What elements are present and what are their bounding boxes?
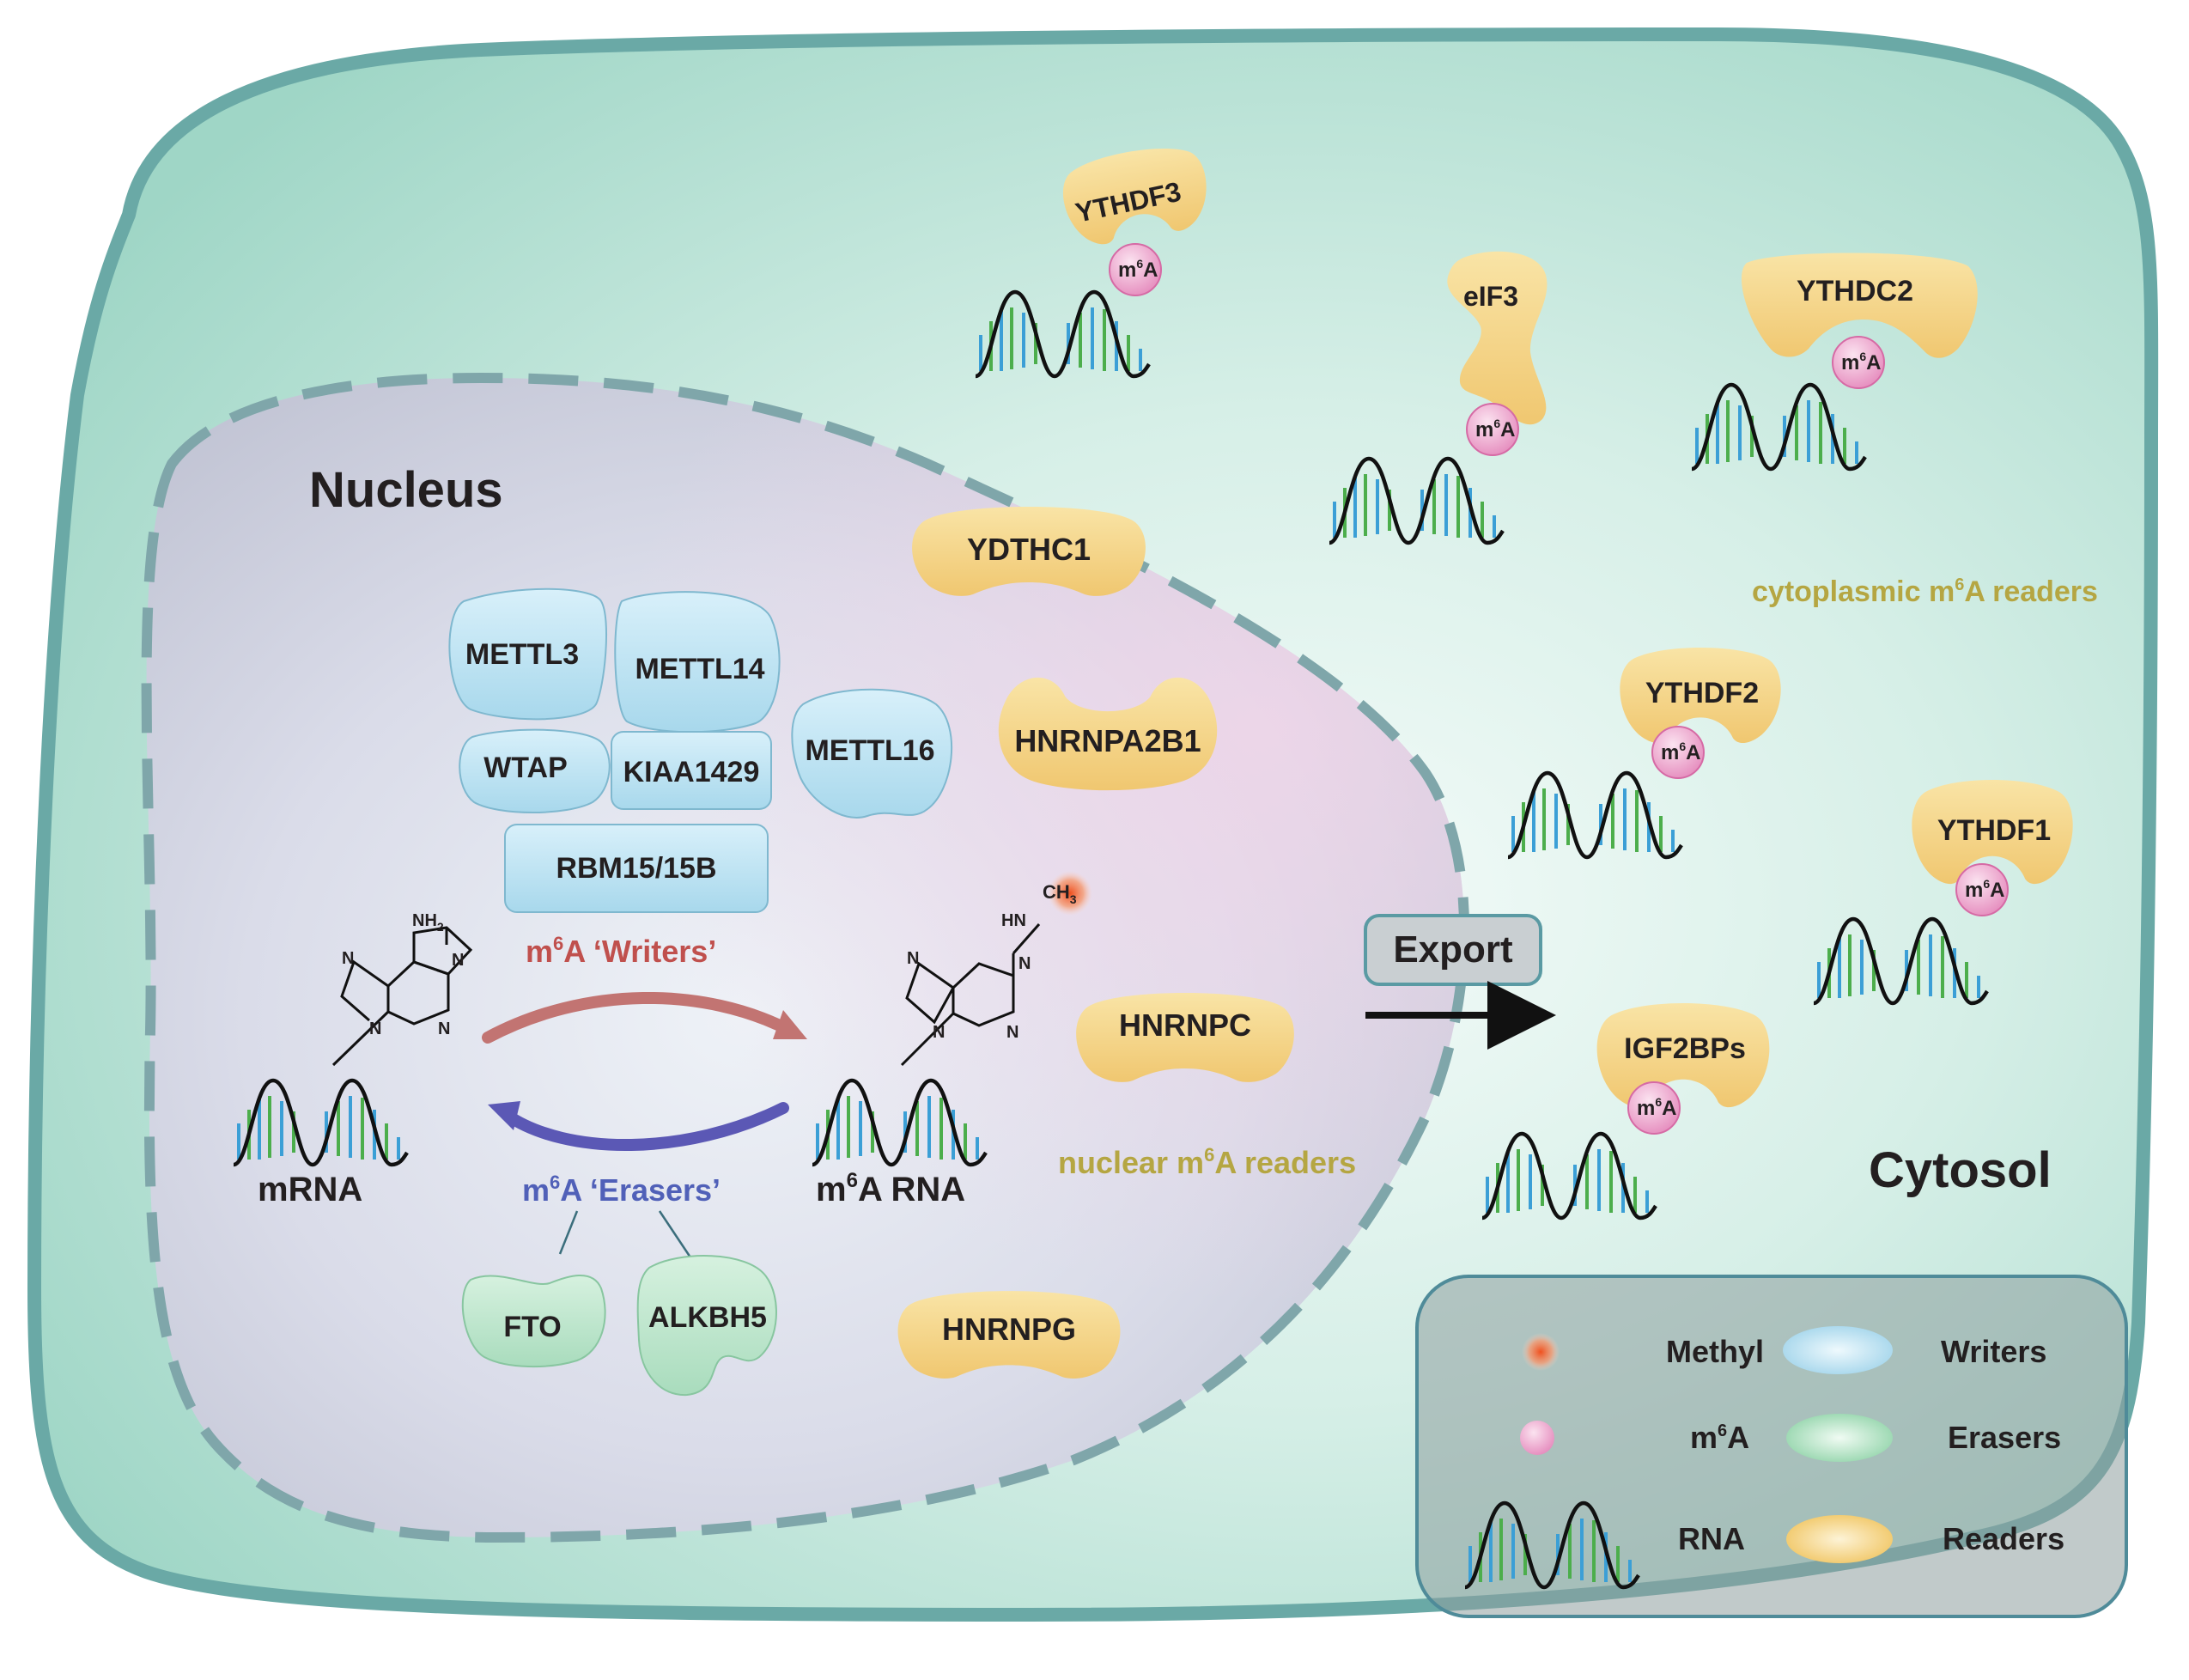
n-atom-label: N <box>1006 1023 1018 1042</box>
reader-group-eif3: eIF3 m6A <box>1329 251 1548 543</box>
writer-mettl16 <box>791 688 953 819</box>
nuclear-readers-caption: nuclear m6A readers <box>1058 1144 1356 1180</box>
nucleus-title: Nucleus <box>309 462 503 518</box>
reader-ythdc2-shape <box>1741 253 1978 358</box>
writer-label-wtap: WTAP <box>483 752 568 784</box>
m6a-bead-label: m6A <box>1841 350 1881 374</box>
legend-erasers-swatch <box>1786 1414 1893 1462</box>
n-atom-label: N <box>907 949 919 968</box>
eraser-fto <box>461 1274 606 1368</box>
n-atom-label: N <box>452 951 464 970</box>
eraser-label-alkbh5: ALKBH5 <box>648 1301 767 1334</box>
reader-hnrnpa2b1-shape <box>998 677 1218 791</box>
reader-label-ythdf2: YTHDF2 <box>1645 677 1759 709</box>
n-atom-label: N <box>369 1020 381 1038</box>
mrna-label: mRNA <box>258 1171 362 1208</box>
writers-complex: METTL3 METTL14 WTAP KIAA1429 RBM15/15B M… <box>448 587 953 913</box>
writer-label-mettl16: METTL16 <box>805 734 934 767</box>
writer-label-mettl14: METTL14 <box>635 653 764 685</box>
hn-label: HN <box>1001 911 1026 930</box>
n-atom-label: N <box>342 949 354 968</box>
legend-methyl-label: Methyl <box>1666 1334 1764 1369</box>
m6a-bead-label: m6A <box>1637 1095 1676 1120</box>
writer-arrow <box>482 992 796 1044</box>
reader-label-hnrnpg: HNRNPG <box>942 1312 1076 1347</box>
writer-mettl3 <box>448 587 607 721</box>
export-box <box>1364 914 1542 986</box>
eraser-arrow <box>501 1102 789 1152</box>
reader-label-hnrnpa2b1: HNRNPA2B1 <box>1014 723 1201 758</box>
n-atom-label: N <box>438 1020 450 1038</box>
n-atom-label: N <box>933 1023 945 1042</box>
m6a-bead-label: m6A <box>1118 257 1158 282</box>
legend-writers-label: Writers <box>1941 1334 2046 1369</box>
m6a-bead-label: m6A <box>1661 740 1700 764</box>
reader-group-ythdc2: YTHDC2 m6A <box>1692 253 1978 469</box>
adenine-structure <box>331 926 473 1067</box>
writer-rbm15 <box>504 824 769 913</box>
reader-label-igf2bps: IGF2BPs <box>1624 1032 1746 1065</box>
m6a-bead-label: m6A <box>1475 417 1515 441</box>
m6a-bead-label: m6A <box>1965 877 2004 902</box>
writer-label-kiaa1429: KIAA1429 <box>623 756 760 788</box>
ch3-label: CH3 <box>1043 881 1077 906</box>
legend-writers-swatch <box>1783 1326 1893 1374</box>
writer-label-mettl3: METTL3 <box>465 638 579 671</box>
eraser-label-fto: FTO <box>503 1311 561 1343</box>
reader-label-ythdf1: YTHDF1 <box>1937 814 2051 847</box>
writer-label-rbm15: RBM15/15B <box>556 852 716 885</box>
erasers-caption: m6A ‘Erasers’ <box>522 1172 721 1208</box>
legend-m6a-label: m6A <box>1690 1420 1749 1455</box>
eraser-alkbh5 <box>636 1255 777 1397</box>
reader-label-eif3: eIF3 <box>1463 281 1518 312</box>
m6a-rna-label: m6A RNA <box>816 1169 965 1208</box>
n-atom-label: N <box>1018 954 1031 973</box>
legend-readers-swatch <box>1786 1515 1893 1563</box>
legend-m6a-swatch <box>1520 1421 1554 1455</box>
cytoplasmic-readers-caption: cytoplasmic m6A readers <box>1752 575 2098 608</box>
methyl-adenine-structure <box>900 923 1041 1067</box>
reader-label-hnrnpc: HNRNPC <box>1119 1007 1251 1043</box>
methyl-glow <box>1048 871 1092 916</box>
writer-mettl14 <box>614 591 781 733</box>
reader-group-ythdf2: YTHDF2 m6A <box>1508 648 1781 857</box>
reader-label-ydthc1: YDTHC1 <box>967 532 1091 567</box>
erasers: FTO ALKBH5 <box>461 1255 777 1397</box>
reader-group-igf2bps: IGF2BPs m6A <box>1482 1003 1770 1218</box>
cytosol-title: Cytosol <box>1869 1142 2052 1198</box>
legend-readers-label: Readers <box>1943 1521 2064 1556</box>
legend-rna-label: RNA <box>1678 1521 1745 1556</box>
legend: Methyl Writers m6A Erasers RNA Readers <box>1415 1275 2128 1618</box>
reader-label-ythdc2: YTHDC2 <box>1797 275 1913 307</box>
legend-erasers-label: Erasers <box>1948 1420 2061 1455</box>
writer-kiaa1429 <box>611 731 772 810</box>
export-label: Export <box>1393 928 1513 971</box>
legend-methyl-swatch <box>1522 1333 1560 1371</box>
writer-wtap <box>459 728 611 813</box>
writers-caption: m6A ‘Writers’ <box>526 933 716 969</box>
nh2-label: NH2 <box>412 911 444 934</box>
nuclear-readers: YDTHC1 HNRNPA2B1 HNRNPC HNRNPG <box>897 507 1294 1379</box>
reader-eif3-shape <box>1447 251 1548 425</box>
reader-group-ythdf1: YTHDF1 m6A <box>1814 780 2073 1003</box>
